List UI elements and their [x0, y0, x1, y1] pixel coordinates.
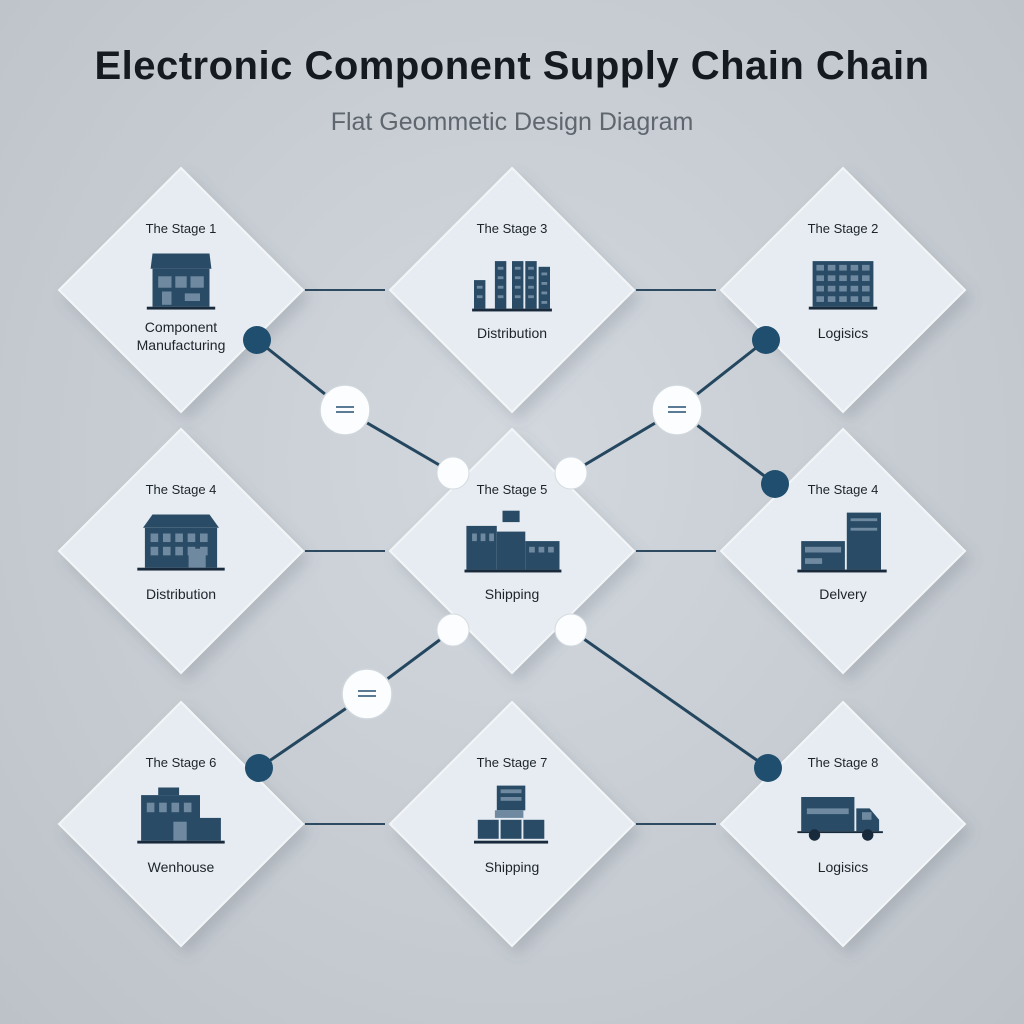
- stage-label: The Stage 7: [477, 755, 548, 770]
- stage-card: The Stage 4 Distribution: [57, 427, 305, 675]
- stage-label: The Stage 8: [808, 755, 879, 770]
- stage-name-line: Delvery: [819, 586, 866, 602]
- stage-name-line: Distribution: [477, 325, 547, 341]
- port-icon: [464, 510, 562, 573]
- building-icon: [137, 514, 225, 571]
- stage-name: Delvery: [819, 586, 866, 602]
- connector-line: [570, 628, 769, 770]
- stage-label: The Stage 1: [146, 221, 217, 236]
- diagram-title: Electronic Component Supply Chain Chain: [94, 44, 930, 88]
- node-dot: [243, 326, 271, 354]
- stage-name-line: Distribution: [146, 586, 216, 602]
- stage-name-line: Component: [145, 319, 217, 335]
- storage-racks-icon: [808, 261, 878, 310]
- connector-nodes: [243, 326, 789, 782]
- node-dot: [754, 754, 782, 782]
- node-small-white: [554, 613, 588, 647]
- stage-label: The Stage 3: [477, 221, 548, 236]
- horizontal-connectors: [305, 289, 716, 825]
- stage-label: The Stage 6: [146, 755, 217, 770]
- stage-card: The Stage 7 Shipping: [388, 700, 636, 948]
- node-small-white: [554, 456, 588, 490]
- pallet-stack-icon: [474, 785, 549, 844]
- diagram-subtitle: Flat Geommetic Design Diagram: [330, 108, 694, 136]
- stage-label: The Stage 5: [477, 482, 548, 497]
- stage-label: The Stage 2: [808, 221, 879, 236]
- stage-name: Distribution: [477, 325, 547, 341]
- node-large-white: [341, 668, 393, 720]
- warehouse-racks-icon: [472, 261, 552, 312]
- truck-icon: [797, 797, 883, 841]
- node-dot: [761, 470, 789, 498]
- stage-name-line: Logisics: [818, 859, 869, 875]
- stage-name-line: Manufacturing: [137, 337, 226, 353]
- stage-name-line: Logisics: [818, 325, 869, 341]
- stage-label: The Stage 4: [146, 482, 217, 497]
- node-small-white: [436, 456, 470, 490]
- stage-card: The Stage 8 Logisics: [719, 700, 967, 948]
- stage-card: The Stage 6 Wenhouse: [57, 700, 305, 948]
- stage-name-line: Shipping: [485, 586, 540, 602]
- stage-name: Wenhouse: [148, 859, 215, 875]
- node-dot: [245, 754, 273, 782]
- stage-card: The Stage 2 Logisics: [719, 166, 967, 414]
- stage-name: Shipping: [485, 859, 540, 875]
- delivery-boxes-icon: [797, 512, 887, 573]
- stage-name: Distribution: [146, 586, 216, 602]
- factory-icon: [146, 253, 216, 310]
- warehouse-icon: [137, 787, 225, 844]
- stage-card: The Stage 3 Distribution: [388, 166, 636, 414]
- node-small-white: [436, 613, 470, 647]
- stage-name: Logisics: [818, 325, 869, 341]
- stage-name-line: Shipping: [485, 859, 540, 875]
- stage-name: Logisics: [818, 859, 869, 875]
- node-large-white: [651, 384, 703, 436]
- node-dot: [752, 326, 780, 354]
- stage-card: The Stage 5 Shipping: [388, 427, 636, 675]
- stage-name-line: Wenhouse: [148, 859, 215, 875]
- stage-label: The Stage 4: [808, 482, 879, 497]
- stage-name: Shipping: [485, 586, 540, 602]
- stage-card: The Stage 4 Delvery: [719, 427, 967, 675]
- node-large-white: [319, 384, 371, 436]
